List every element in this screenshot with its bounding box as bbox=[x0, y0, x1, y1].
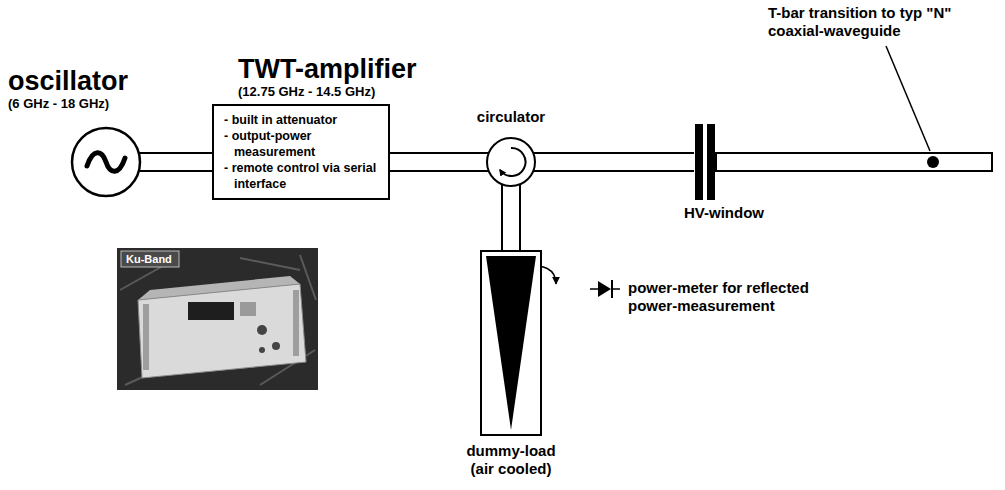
waveguide-wall bbox=[390, 152, 491, 172]
photo-texture bbox=[120, 255, 316, 385]
text-group: oscillator(6 GHz - 18 GHz) bbox=[8, 66, 128, 112]
circulator-symbol-outline bbox=[485, 136, 537, 188]
waveguide-connector bbox=[531, 162, 694, 163]
text-group: - built in attenuator- output-power meas… bbox=[224, 112, 382, 192]
waveguide-section bbox=[716, 153, 992, 171]
device-front bbox=[138, 284, 306, 378]
circulator-symbol: circulator bbox=[485, 136, 537, 188]
diode-lead bbox=[590, 288, 598, 290]
node-heading: oscillator bbox=[8, 66, 128, 96]
waveguide-bore bbox=[503, 182, 519, 250]
device-knob bbox=[257, 325, 267, 335]
sine-symbol bbox=[87, 153, 125, 172]
leader-line bbox=[886, 46, 930, 151]
waveguide-connector bbox=[138, 162, 212, 163]
feature-item: - output-power measurement bbox=[224, 128, 382, 160]
text-group: HV-window bbox=[684, 204, 764, 222]
waveguide-bore bbox=[390, 154, 491, 170]
feature-item: - remote control via serial interface bbox=[224, 160, 382, 192]
device-panel bbox=[240, 302, 256, 316]
waveguide-wall bbox=[501, 182, 521, 250]
waveguide-connector bbox=[390, 162, 491, 163]
window-plate bbox=[695, 124, 703, 200]
diode-lead bbox=[612, 288, 620, 290]
dummy-load-outline bbox=[480, 250, 542, 436]
oscillator-circle bbox=[72, 128, 140, 196]
node-label: dummy-load (air cooled) bbox=[456, 442, 566, 478]
text-group: TWT-amplifier(12.75 GHz - 14.5 GHz) bbox=[238, 54, 417, 100]
photo-tag bbox=[121, 251, 179, 267]
hv-window-outline bbox=[694, 124, 716, 200]
node-heading: TWT-amplifier bbox=[238, 54, 417, 84]
window-plate bbox=[707, 124, 715, 200]
device-knob bbox=[259, 347, 265, 353]
oscillator-symbol: oscillator(6 GHz - 18 GHz) bbox=[70, 126, 142, 198]
load-absorber bbox=[486, 256, 536, 430]
rotation-arrow bbox=[500, 148, 525, 176]
photo-ground bbox=[117, 248, 318, 390]
text-group: circulator bbox=[477, 108, 545, 126]
diode-symbol bbox=[590, 280, 620, 298]
frequency-range: (12.75 GHz - 14.5 GHz) bbox=[238, 84, 417, 100]
oscillator-symbol-outline bbox=[70, 126, 142, 198]
device-knob bbox=[272, 342, 280, 350]
waveguide-wall bbox=[531, 152, 694, 172]
waveguide-bore bbox=[531, 154, 694, 170]
load-housing bbox=[481, 251, 541, 435]
text-group: dummy-load (air cooled) bbox=[456, 442, 566, 478]
callout-label: power-meter for reflected power-measurem… bbox=[628, 279, 828, 315]
node-label: HV-window bbox=[684, 204, 764, 222]
node-label: circulator bbox=[477, 108, 545, 126]
diode-body bbox=[598, 281, 611, 297]
amplifier-box: TWT-amplifier(12.75 GHz - 14.5 GHz)- bui… bbox=[212, 104, 390, 200]
hv-window: HV-window bbox=[694, 124, 716, 200]
dummy-load: dummy-load (air cooled) bbox=[480, 250, 542, 436]
callout-label: T-bar transition to typ "N" coaxial-wave… bbox=[768, 4, 983, 40]
feature-item: - built in attenuator bbox=[224, 112, 382, 128]
device-handle bbox=[143, 304, 149, 370]
waveguide-wall bbox=[138, 152, 212, 172]
waveguide-connector bbox=[511, 182, 512, 250]
transition-dot bbox=[927, 156, 939, 168]
device-display bbox=[188, 302, 234, 320]
circulator-circle bbox=[487, 138, 535, 186]
device-handle bbox=[293, 290, 299, 356]
frequency-range: (6 GHz - 18 GHz) bbox=[8, 96, 128, 112]
photo-tag-text: Ku-Band bbox=[126, 252, 172, 266]
waveguide-bore bbox=[138, 154, 212, 170]
amplifier-photo bbox=[117, 248, 318, 390]
